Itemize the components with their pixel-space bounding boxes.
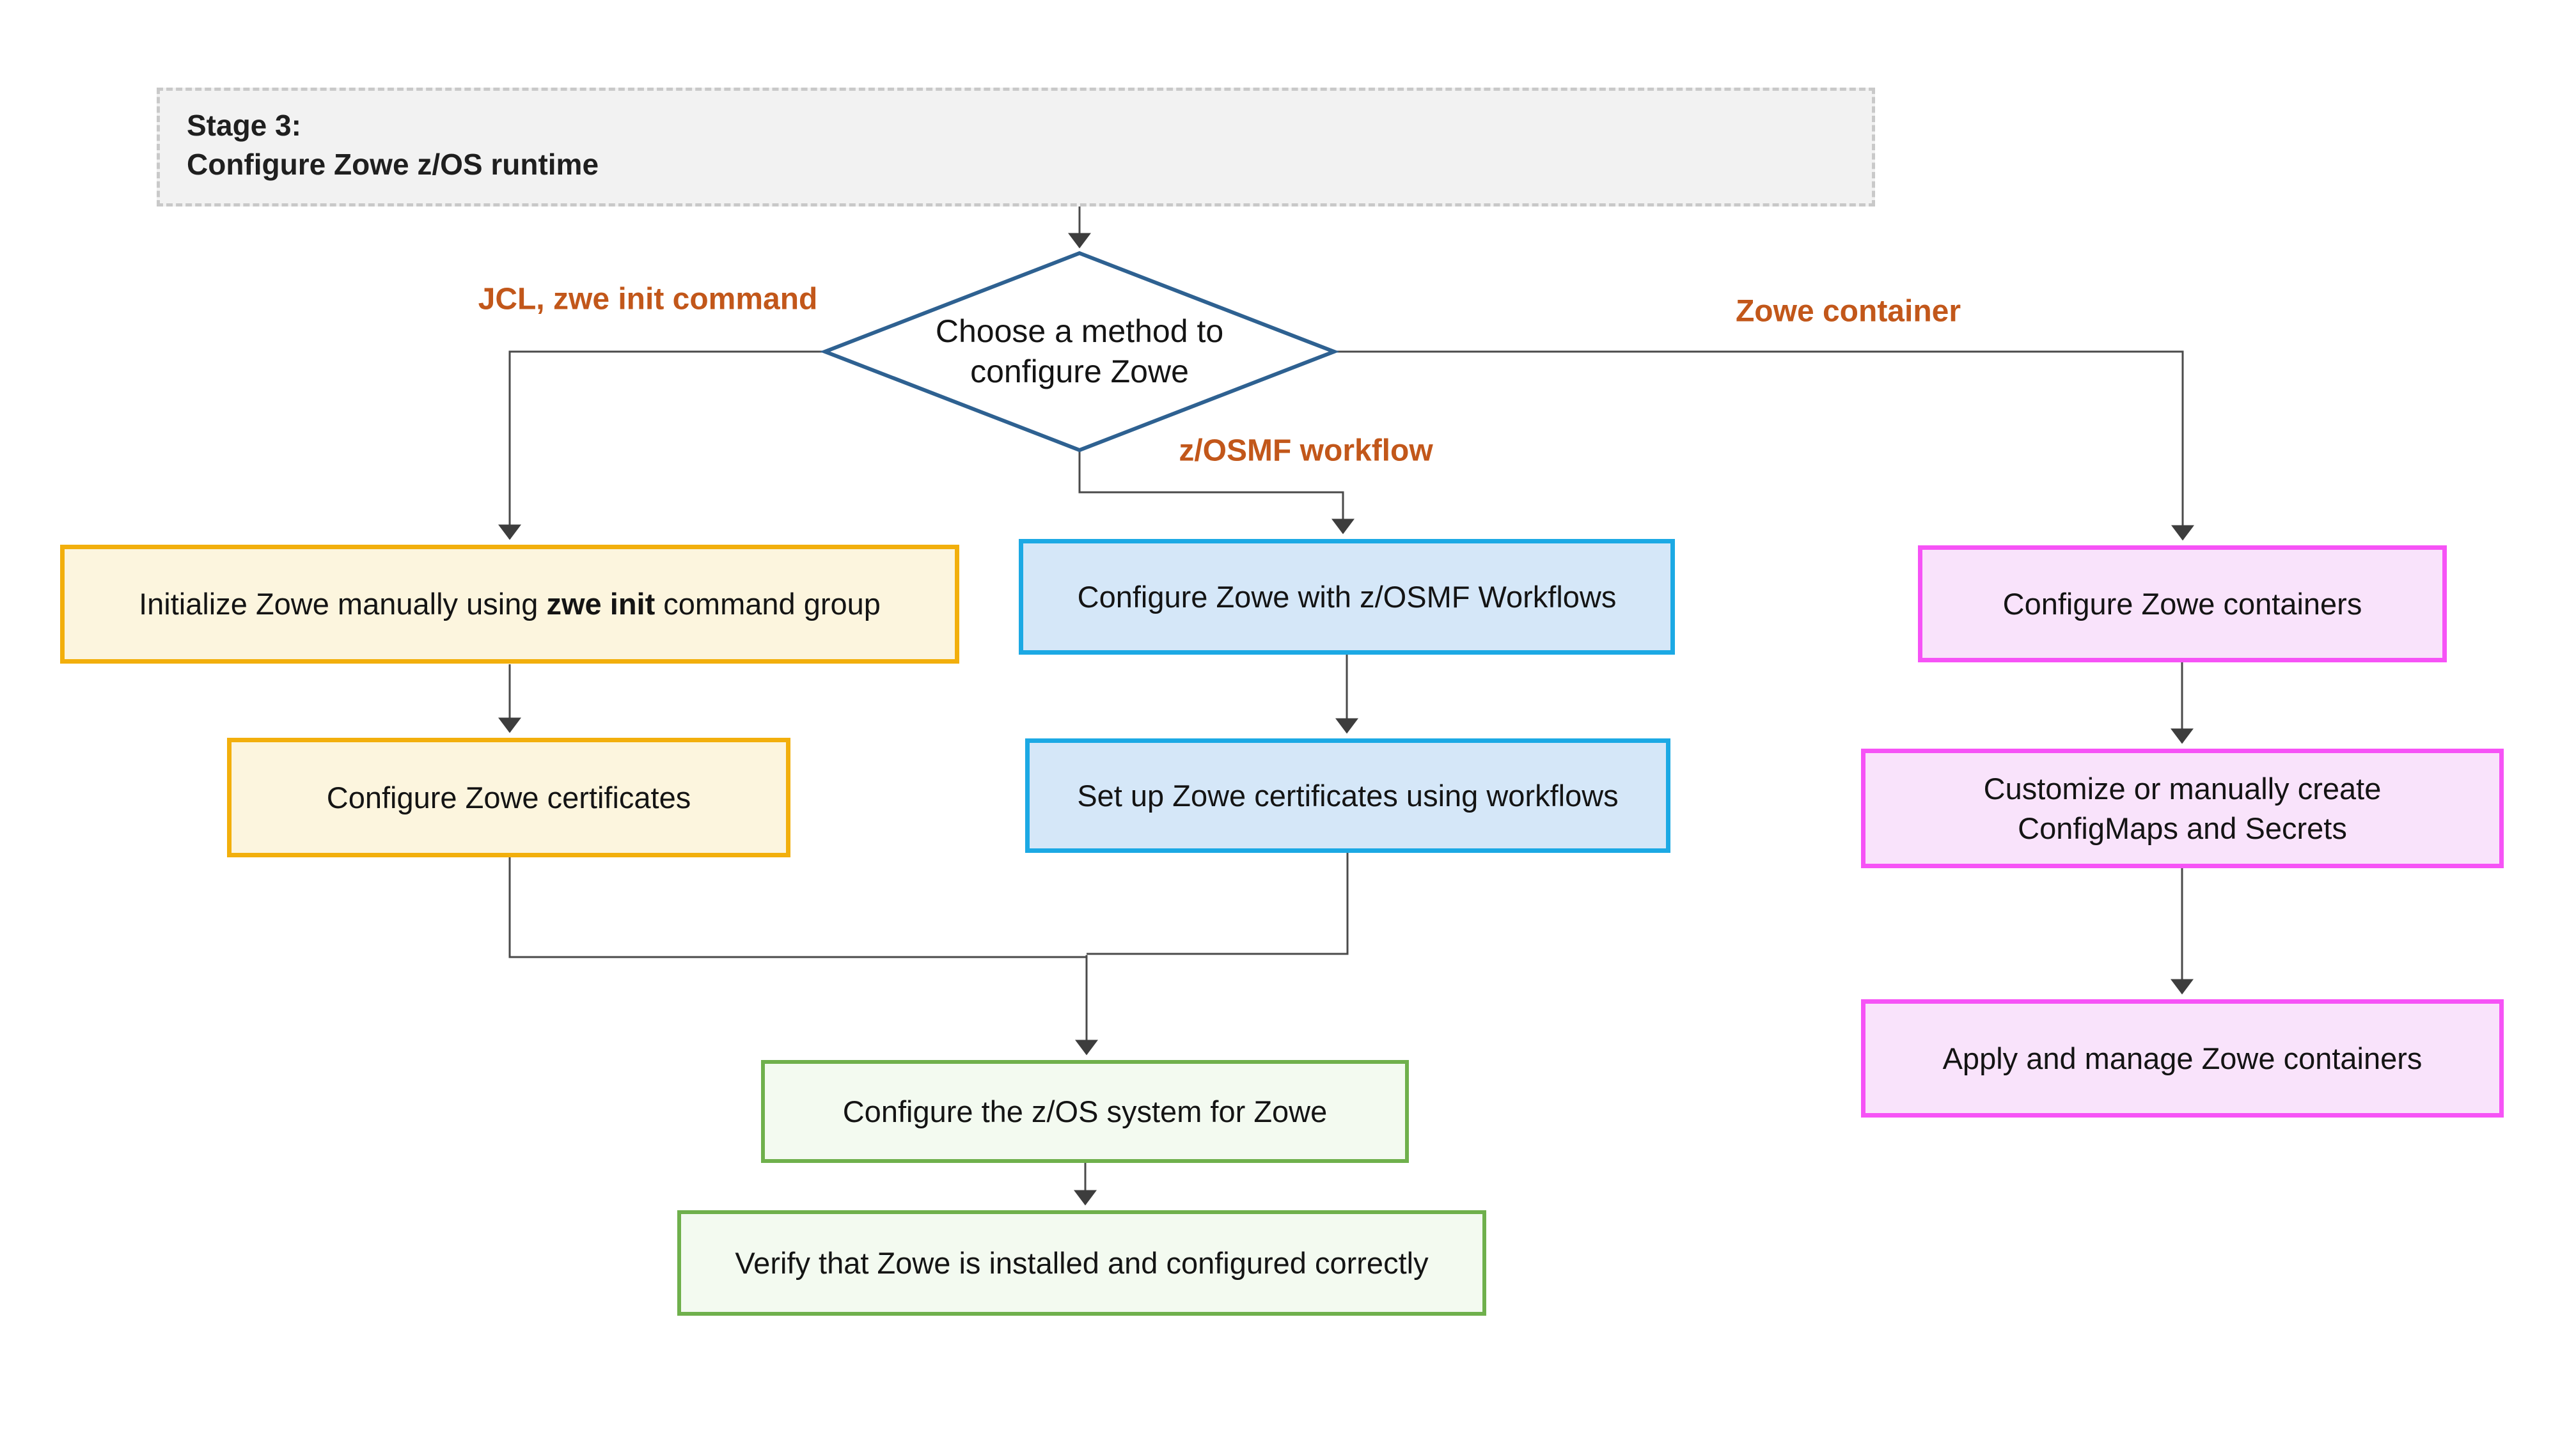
node-initialize-label: Initialize Zowe manually using zwe init … — [139, 584, 881, 623]
node-configure-zosmf-workflows: Configure Zowe with z/OSMF Workflows — [1019, 539, 1675, 655]
node-apply-manage-containers-label: Apply and manage Zowe containers — [1942, 1041, 2423, 1075]
connector-zosmf2-merge — [1087, 853, 1349, 955]
connector-decision-to-container — [1334, 350, 2194, 541]
node-verify-installation: Verify that Zowe is installed and config… — [677, 1210, 1486, 1316]
node-setup-certificates-workflows: Set up Zowe certificates using workflows — [1025, 738, 1670, 853]
node-apply-manage-containers: Apply and manage Zowe containers — [1861, 999, 2504, 1118]
decision-diamond-shape — [819, 251, 1340, 453]
connector-decision-to-init — [498, 350, 825, 540]
node-configure-zosmf-workflows-label: Configure Zowe with z/OSMF Workflows — [1077, 579, 1617, 614]
node-initialize-zowe-manually: Initialize Zowe manually using zwe init … — [60, 545, 959, 664]
node-initialize-label-bold: zwe init — [546, 587, 656, 621]
decision-line2: configure Zowe — [970, 354, 1189, 389]
stage-header-line2: Configure Zowe z/OS runtime — [187, 147, 599, 181]
node-configure-certificates-label: Configure Zowe certificates — [326, 780, 691, 814]
connector-decision-to-zosmf — [1078, 450, 1355, 534]
node-configure-certificates: Configure Zowe certificates — [227, 738, 790, 857]
branch-label-zosmf-workflow: z/OSMF workflow — [1179, 433, 1433, 468]
decision-diamond-label: Choose a method to configure Zowe — [824, 254, 1335, 449]
node-configure-containers: Configure Zowe containers — [1918, 545, 2447, 662]
node-initialize-label-post: command group — [655, 587, 881, 621]
stage-header-line1: Stage 3: — [187, 109, 301, 142]
node-configure-zos-system-label: Configure the z/OS system for Zowe — [842, 1094, 1328, 1128]
branch-label-zowe-container: Zowe container — [1735, 294, 1961, 329]
node-configmaps-secrets: Customize or manually create ConfigMaps … — [1861, 749, 2504, 868]
node-configmaps-line1: Customize or manually create — [1983, 772, 2382, 806]
connector-certs-merge — [508, 857, 1087, 958]
node-setup-certificates-workflows-label: Set up Zowe certificates using workflows — [1077, 778, 1619, 813]
node-initialize-label-pre: Initialize Zowe manually using — [139, 587, 547, 621]
branch-label-jcl: JCL, zwe init command — [478, 282, 818, 316]
node-verify-installation-label: Verify that Zowe is installed and config… — [735, 1245, 1429, 1280]
node-configmaps-secrets-label: Customize or manually create ConfigMaps … — [1984, 769, 2382, 847]
stage-header: Stage 3: Configure Zowe z/OS runtime — [157, 88, 1875, 207]
decision-line1: Choose a method to — [935, 313, 1224, 349]
node-configmaps-line2: ConfigMaps and Secrets — [2018, 811, 2347, 845]
node-configure-containers-label: Configure Zowe containers — [2002, 586, 2362, 621]
node-configure-zos-system: Configure the z/OS system for Zowe — [761, 1060, 1409, 1163]
